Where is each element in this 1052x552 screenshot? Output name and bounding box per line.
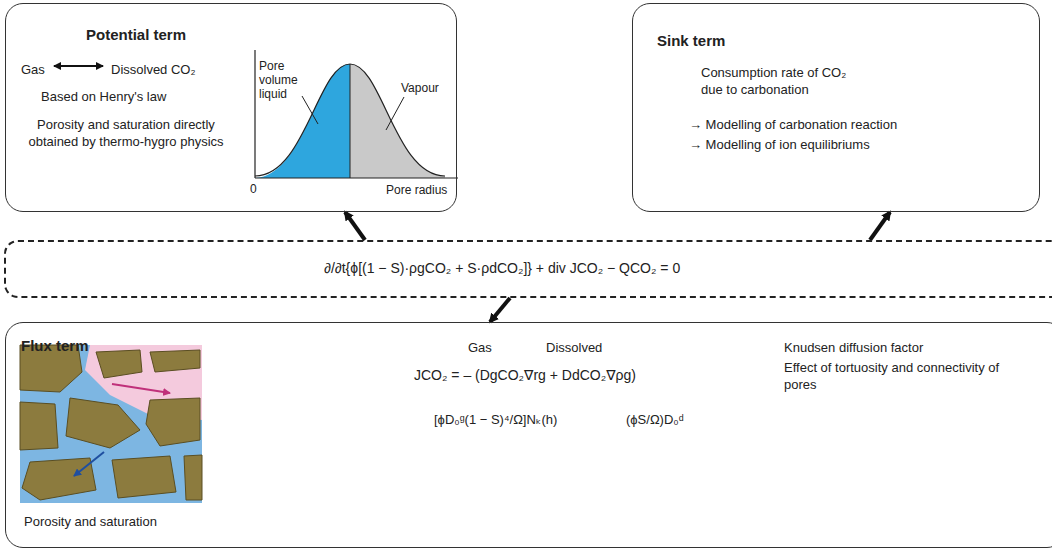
box-text: (ϕS/Ω)D₀ᵈ <box>626 411 684 428</box>
pore-chart <box>255 50 458 178</box>
grain <box>20 402 58 450</box>
box-text: Gas <box>21 61 45 78</box>
liquid-flow-arrow <box>74 452 104 476</box>
box-text: Consumption rate of CO₂ due to carbonati… <box>701 64 866 98</box>
box-text: JCO₂ = – (DgCO₂∇rg + DdCO₂∇ρg) <box>414 367 636 384</box>
leader-line <box>386 97 404 130</box>
box-text: Pore volume liquid <box>259 59 307 101</box>
y-axis <box>254 50 255 178</box>
box-text: → Modelling of carbonation reaction <box>689 116 897 133</box>
box-text: → Modelling of ion equilibriums <box>689 136 870 153</box>
box-heading: Sink term <box>657 32 725 49</box>
potential-box: Potential termGas Dissolved CO₂ Based on H… <box>5 3 457 212</box>
water-ground <box>20 345 202 503</box>
box-text: Vapour <box>401 81 439 95</box>
box-text: Dissolved CO₂ <box>111 61 196 78</box>
grain <box>146 398 200 446</box>
vapour-area <box>350 64 445 178</box>
box-text: Knudsen diffusion factor <box>784 339 923 356</box>
sink-box: Sink termConsumption rate of CO₂ due to … <box>632 3 1040 212</box>
box-text: Effect of tortuosity and connectivity of… <box>784 359 1034 393</box>
gas-flow-arrow <box>112 384 170 393</box>
exchange-arrow <box>54 65 103 67</box>
grain <box>96 350 142 378</box>
connector-arrow <box>345 212 365 240</box>
split-line <box>350 64 351 178</box>
box-text: Porosity and saturation <box>24 513 157 530</box>
leader-line <box>302 96 318 124</box>
box-text: [ϕD₀ᵍ(1 − S)⁴/Ω]Nₖ(h) <box>434 411 557 428</box>
box-text: Based on Henry's law <box>41 88 166 105</box>
grain <box>22 458 96 500</box>
box-text: Porosity and saturation directly obtaine… <box>16 116 236 150</box>
box-text: Dissolved <box>546 339 602 356</box>
grain <box>184 455 202 500</box>
flux-box: Flux term Gas DissolvedJCO₂ = – (DgCO₂∇rg … <box>5 322 1052 548</box>
box-text: Pore radius <box>386 183 447 197</box>
box-text: ∂/∂t{ϕ[(1 − S)·ρgCO₂ + S·ρdCO₂]} + div J… <box>324 260 680 277</box>
box-text: Gas <box>468 339 492 356</box>
box-heading: Potential term <box>86 26 186 43</box>
box-text: 0 <box>250 182 257 196</box>
equation-box: ∂/∂t{ϕ[(1 − S)·ρgCO₂ + S·ρdCO₂]} + div J… <box>4 240 1052 298</box>
connector-arrow <box>870 212 890 240</box>
grain <box>150 350 200 372</box>
x-axis <box>255 177 458 178</box>
pore-structure-picture <box>20 345 202 503</box>
grain <box>112 456 176 498</box>
grain <box>66 398 140 448</box>
connector-arrow <box>490 298 510 322</box>
box-heading: Flux term <box>21 337 89 354</box>
